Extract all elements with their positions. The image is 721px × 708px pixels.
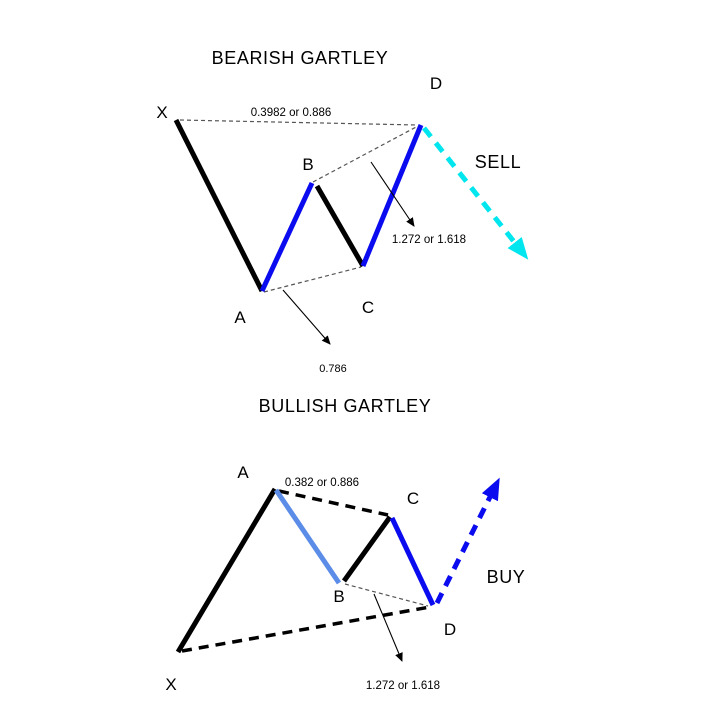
bearish-point-label-a: A [234, 308, 246, 327]
sell-arrow [422, 126, 529, 260]
bullish-ratio-label-ac: 0.382 or 0.886 [285, 477, 359, 489]
bullish-trendline-xd [181, 605, 431, 653]
bearish-point-label-b: B [302, 155, 313, 174]
bullish-point-label-x: X [165, 675, 176, 694]
bearish-trendline-xd [179, 119, 418, 126]
buy-label: BUY [487, 567, 526, 587]
bullish-leg-bc [341, 515, 393, 583]
bullish-point-label-a: A [237, 463, 249, 482]
bearish-ratio-arrow-bd [370, 161, 415, 227]
bearish-trendline-ac [263, 266, 362, 293]
bearish-gartley-diagram: BEARISH GARTLEY X A B C D 0.3982 or 0.88… [156, 48, 529, 375]
bullish-point-label-b: B [333, 587, 344, 606]
bullish-gartley-diagram: BULLISH GARTLEY X A B C D 0.382 or 0.886… [165, 396, 526, 694]
bearish-leg-cd [360, 124, 424, 267]
bearish-ratio-label-bd: 1.272 or 1.618 [392, 234, 466, 246]
bearish-title: BEARISH GARTLEY [212, 48, 389, 68]
bearish-leg-bc [314, 184, 366, 268]
bearish-point-label-x: X [156, 103, 167, 122]
bullish-leg-cd [389, 516, 436, 607]
bearish-leg-ab [259, 181, 315, 293]
bearish-trendline-bd [312, 125, 419, 183]
bullish-ratio-arrow-bd [373, 593, 403, 662]
buy-arrow [434, 477, 500, 605]
bullish-trendline-ac [278, 489, 389, 517]
bullish-leg-ab [273, 488, 342, 585]
bullish-point-label-d: D [444, 620, 456, 639]
bearish-ratio-label-xd: 0.3982 or 0.886 [251, 107, 332, 119]
bullish-leg-xa [175, 487, 278, 654]
bullish-point-label-c: C [407, 489, 419, 508]
bearish-point-label-d: D [430, 74, 442, 93]
bullish-ratio-label-bd: 1.272 or 1.618 [366, 680, 440, 692]
bearish-ratio-label-ac: 0.786 [319, 363, 347, 375]
sell-label: SELL [475, 152, 521, 172]
bearish-ratio-arrow-ac [282, 289, 331, 345]
bullish-trendline-bd [344, 583, 429, 607]
bearish-leg-xa [173, 118, 265, 293]
bullish-title: BULLISH GARTLEY [259, 396, 432, 416]
bearish-point-label-c: C [362, 298, 374, 317]
